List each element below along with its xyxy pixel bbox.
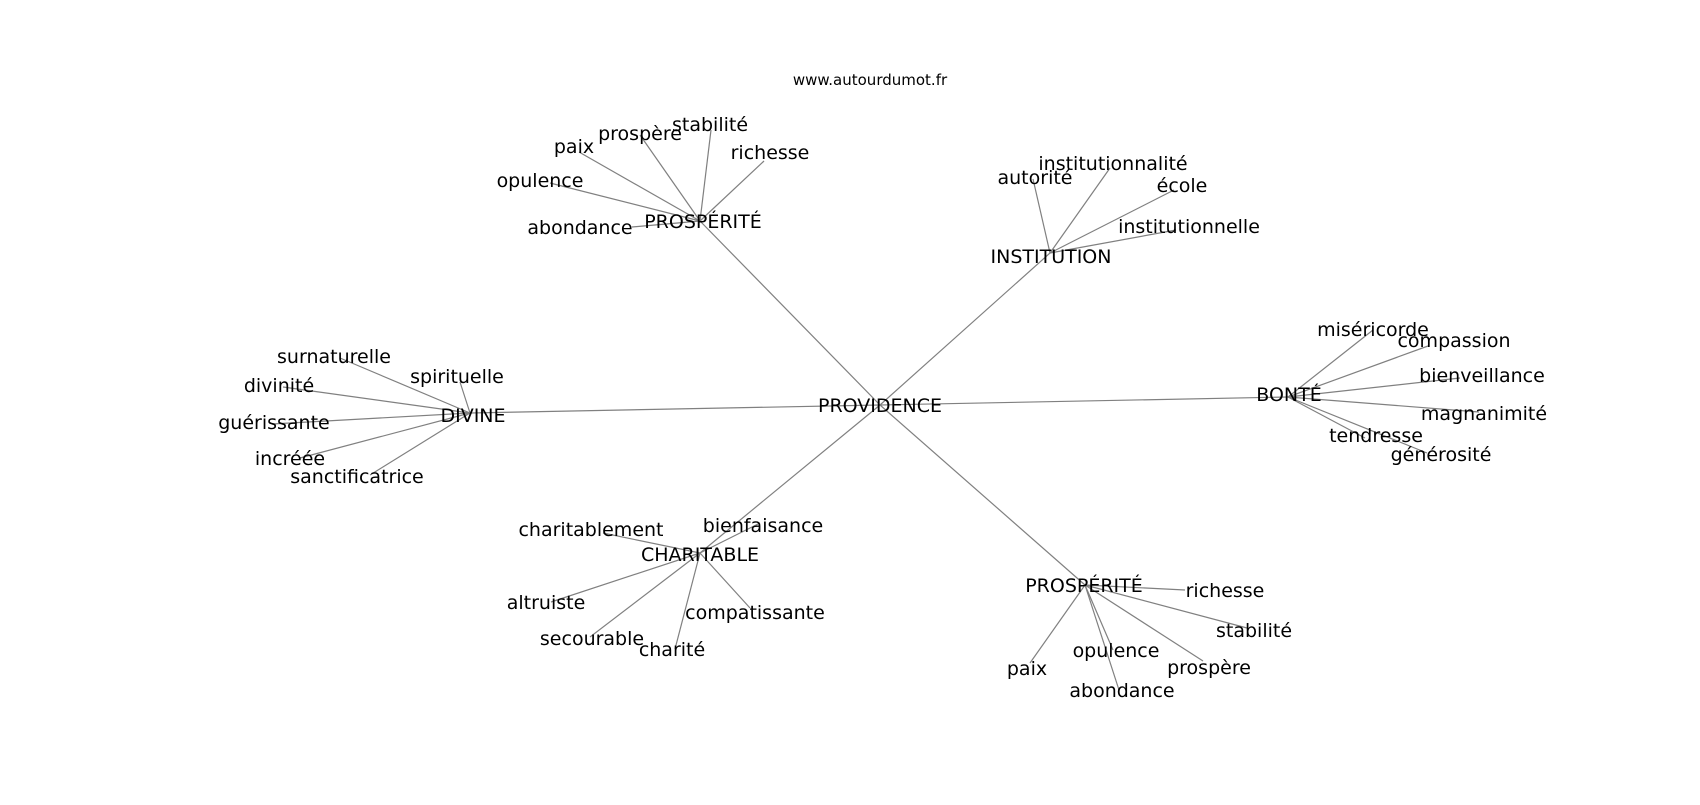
edge-hub-institution-to-in-institutionnalite	[1049, 167, 1111, 254]
edge-hub-prosperite-bottom-to-pb-abondance	[1084, 584, 1120, 691]
edge-hub-prosperite-top-to-pt-richesse	[699, 160, 765, 222]
edge-hub-prosperite-top-to-pt-opulence	[549, 182, 701, 222]
leaf-node-label-dv-incree: incréée	[255, 448, 325, 470]
leaf-node-label-pb-richesse: richesse	[1186, 580, 1265, 602]
edge-hub-bonte-to-bo-bienveillance	[1287, 377, 1461, 398]
leaf-node-label-in-institutionnelle: institutionnelle	[1118, 216, 1260, 238]
leaf-node-label-dv-surnaturelle: surnaturelle	[277, 346, 391, 368]
source-url: www.autourdumot.fr	[792, 71, 948, 89]
edge-center-to-hub-bonte	[879, 396, 1289, 406]
hub-node-label-hub-charitable: CHARITABLE	[641, 544, 759, 566]
edge-center-to-hub-institution	[879, 252, 1051, 406]
edge-hub-bonte-to-bo-tendresse	[1287, 396, 1366, 439]
edge-hub-divine-to-dv-surnaturelle	[339, 357, 471, 414]
leaf-node-label-pt-prospere: prospère	[598, 123, 682, 145]
edge-hub-divine-to-dv-spirituelle	[459, 381, 471, 414]
edge-hub-prosperite-bottom-to-pb-richesse	[1084, 584, 1186, 591]
leaf-node-label-bo-tendresse: tendresse	[1329, 425, 1423, 447]
edge-hub-bonte-to-bo-generosite	[1287, 396, 1428, 454]
leaf-node-label-ch-charitablement: charitablement	[518, 519, 663, 541]
leaf-node-label-bo-bienveillance: bienveillance	[1419, 365, 1545, 387]
leaf-node-label-in-institutionnalite: institutionnalité	[1038, 153, 1187, 175]
edge-hub-charitable-to-ch-compatissante	[699, 552, 751, 609]
hub-node-label-hub-bonte: BONTÉ	[1256, 383, 1321, 406]
leaf-node-label-in-ecole: école	[1157, 175, 1208, 197]
edge-hub-prosperite-top-to-pt-stabilite	[699, 129, 712, 222]
edge-hub-charitable-to-ch-secourable	[589, 552, 701, 638]
leaf-node-label-dv-spirituelle: spirituelle	[410, 366, 504, 388]
edge-hub-bonte-to-bo-misericorde	[1287, 329, 1374, 398]
edge-hub-charitable-to-ch-charite	[674, 552, 701, 650]
leaf-node-label-bo-compassion: compassion	[1397, 330, 1510, 352]
leaf-node-label-pb-stabilite: stabilité	[1216, 620, 1292, 642]
leaf-node-label-dv-sanctificatrice: sanctificatrice	[290, 466, 424, 488]
hub-node-label-hub-divine: DIVINE	[440, 405, 505, 427]
edge-hub-prosperite-top-to-pt-paix	[578, 151, 701, 222]
edge-center-to-hub-divine	[469, 404, 881, 414]
leaf-node-label-ch-altruiste: altruiste	[507, 592, 586, 614]
hub-node-label-hub-institution: INSTITUTION	[991, 246, 1112, 268]
leaf-node-label-dv-guerissante: guérissante	[218, 412, 330, 434]
leaf-node-label-pt-richesse: richesse	[731, 142, 810, 164]
leaf-node-label-pt-abondance: abondance	[527, 217, 632, 239]
leaf-node-label-pb-prospere: prospère	[1167, 657, 1251, 679]
leaf-node-label-ch-secourable: secourable	[540, 628, 644, 650]
edge-hub-prosperite-bottom-to-pb-opulence	[1084, 584, 1114, 651]
edge-hub-charitable-to-ch-charitablement	[602, 532, 701, 554]
edge-center-to-hub-prosperite-top	[699, 220, 881, 406]
leaf-node-label-bo-magnanimite: magnanimité	[1421, 403, 1547, 425]
leaf-node-label-in-autorite: autorité	[998, 167, 1073, 189]
center-node-label: PROVIDENCE	[818, 395, 942, 417]
edge-hub-divine-to-dv-guerissante	[271, 412, 471, 425]
leaf-node-label-ch-charite: charité	[639, 639, 705, 661]
edge-hub-prosperite-top-to-pt-prospere	[639, 134, 701, 222]
edge-hub-divine-to-dv-sanctificatrice	[369, 412, 471, 476]
leaf-node-label-dv-divinite: divinité	[244, 375, 314, 397]
edge-hub-prosperite-top-to-pt-abondance	[631, 220, 701, 228]
leaf-node-label-pb-paix: paix	[1007, 658, 1047, 680]
leaf-node-label-ch-bienfaisance: bienfaisance	[703, 515, 823, 537]
edge-center-to-hub-charitable	[699, 404, 881, 554]
edge-hub-charitable-to-ch-bienfaisance	[699, 522, 761, 554]
edge-hub-divine-to-dv-divinite	[282, 386, 471, 414]
leaf-node-label-pt-stabilite: stabilité	[672, 114, 748, 136]
leaf-node-label-bo-misericorde: miséricorde	[1317, 319, 1429, 341]
edge-hub-bonte-to-bo-compassion	[1287, 345, 1429, 398]
leaf-node-label-pb-abondance: abondance	[1069, 680, 1174, 702]
hub-node-label-hub-prosperite-top: PROSPÉRITÉ	[644, 210, 762, 233]
leaf-node-label-pt-opulence: opulence	[497, 170, 584, 192]
hub-node-label-hub-prosperite-bottom: PROSPÉRITÉ	[1025, 574, 1143, 597]
edge-hub-charitable-to-ch-altruiste	[550, 552, 701, 603]
edge-hub-divine-to-dv-incree	[299, 412, 471, 459]
edge-hub-institution-to-in-ecole	[1049, 189, 1175, 254]
edge-hub-institution-to-in-autorite	[1032, 178, 1051, 254]
edge-center-to-hub-prosperite-bottom	[879, 404, 1086, 586]
leaf-node-label-pb-opulence: opulence	[1073, 640, 1160, 662]
leaf-node-label-ch-compatissante: compatissante	[685, 602, 825, 624]
edge-hub-prosperite-bottom-to-pb-prospere	[1084, 584, 1204, 662]
edge-hub-bonte-to-bo-magnanimite	[1287, 396, 1480, 413]
graph-edges	[271, 129, 1480, 691]
edge-hub-prosperite-bottom-to-pb-stabilite	[1084, 584, 1248, 629]
edge-hub-institution-to-in-institutionnelle	[1049, 229, 1177, 254]
leaf-node-label-pt-paix: paix	[554, 136, 594, 158]
leaf-node-label-bo-generosite: générosité	[1391, 444, 1492, 466]
graph-labels: PROVIDENCEPROSPÉRITÉpaixprospèrestabilit…	[218, 114, 1547, 702]
edge-hub-prosperite-bottom-to-pb-paix	[1029, 584, 1086, 664]
